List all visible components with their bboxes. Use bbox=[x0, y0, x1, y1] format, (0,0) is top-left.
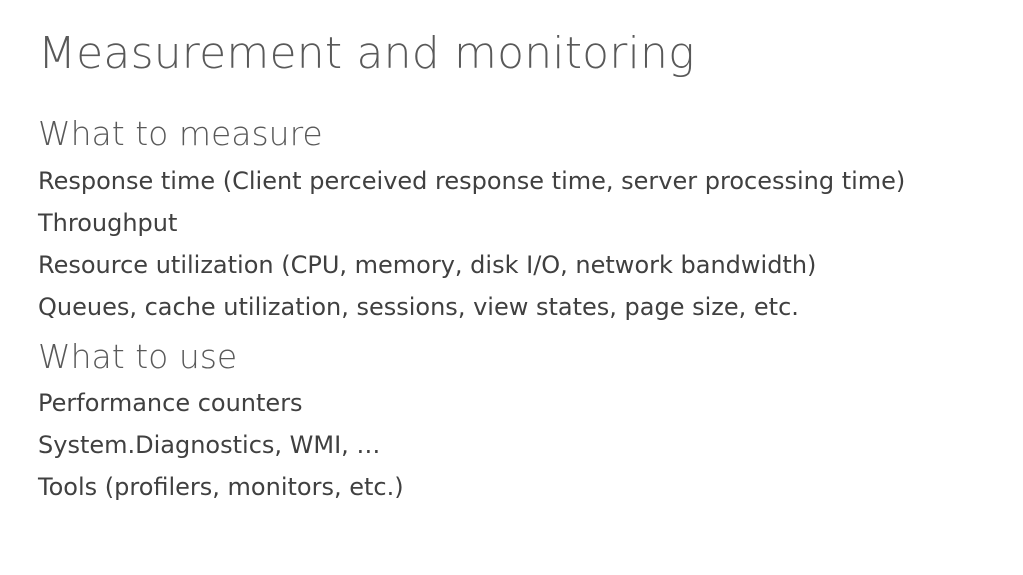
use-item-tools: Tools (profilers, monitors, etc.) bbox=[38, 473, 404, 501]
measure-item-queues: Queues, cache utilization, sessions, vie… bbox=[38, 293, 799, 321]
measure-item-resource-utilization: Resource utilization (CPU, memory, disk … bbox=[38, 251, 817, 279]
measure-item-throughput: Throughput bbox=[38, 209, 178, 237]
section-heading-what-to-use: What to use bbox=[38, 337, 238, 376]
measure-item-response-time: Response time (Client perceived response… bbox=[38, 167, 906, 195]
use-item-performance-counters: Performance counters bbox=[38, 389, 303, 417]
slide-title: Measurement and monitoring bbox=[38, 28, 695, 79]
section-heading-what-to-measure: What to measure bbox=[38, 114, 323, 153]
use-item-system-diagnostics: System.Diagnostics, WMI, … bbox=[38, 431, 381, 459]
